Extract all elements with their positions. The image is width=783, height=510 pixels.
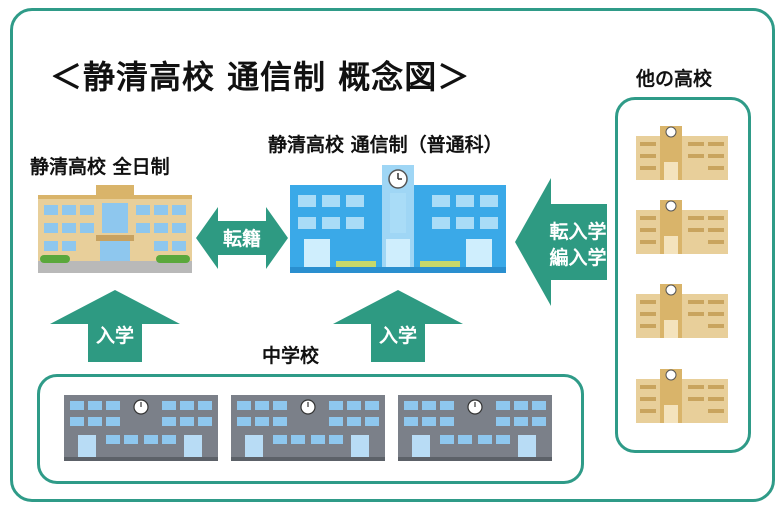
admission-arrow-center: 入学 <box>333 290 463 362</box>
fulltime-school-label: 静清高校 全日制 <box>30 156 170 178</box>
transfer-in-arrow: 転入学 編入学 <box>515 178 607 306</box>
fulltime-school-building <box>38 185 192 273</box>
junior-high-building-2 <box>231 395 385 461</box>
junior-high-building-1 <box>64 395 218 461</box>
transfer-in-text-line2: 編入学 <box>549 246 606 269</box>
other-schools-label: 他の高校 <box>636 68 713 90</box>
correspondence-school-label: 静清高校 通信制（普通科） <box>268 134 503 156</box>
diagram-title: ＜静清高校 通信制 概念図＞ <box>50 58 471 96</box>
other-school-building-3 <box>636 284 728 338</box>
other-school-building-1 <box>636 126 728 180</box>
admission-left-text: 入学 <box>96 324 134 347</box>
other-school-building-2 <box>636 200 728 254</box>
junior-high-building-3 <box>398 395 552 461</box>
correspondence-school-building <box>290 165 506 273</box>
junior-high-label: 中学校 <box>262 345 320 367</box>
other-school-building-4 <box>636 369 728 423</box>
transfer-arrow: 転籍 <box>196 207 288 269</box>
transfer-arrow-text: 転籍 <box>223 227 261 250</box>
admission-center-text: 入学 <box>379 324 417 347</box>
transfer-in-text-line1: 転入学 <box>549 220 606 243</box>
admission-arrow-left: 入学 <box>50 290 180 362</box>
